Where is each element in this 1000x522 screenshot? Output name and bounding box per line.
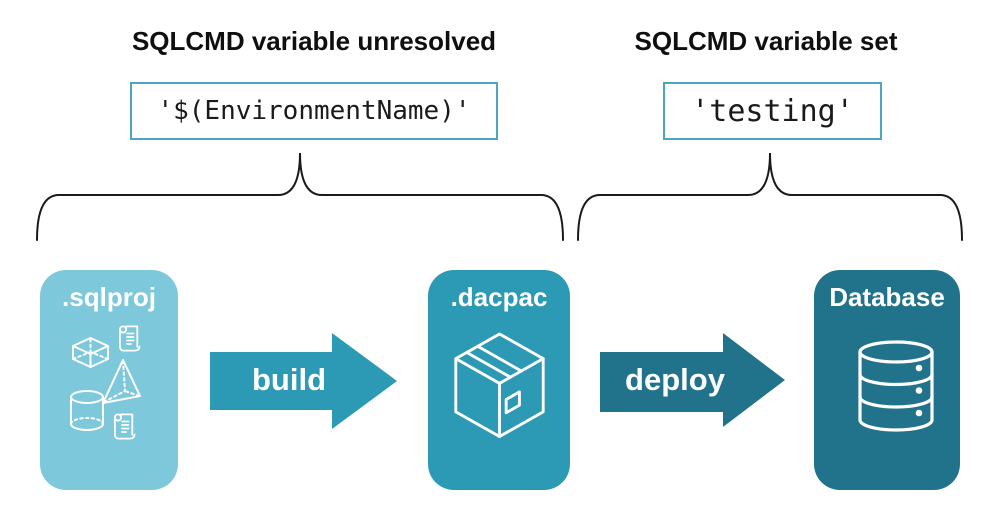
build-arrow-label: build (251, 362, 327, 397)
sqlcmd-variable-value-text: 'testing' (691, 93, 854, 129)
deploy-arrow (600, 333, 785, 427)
stage-card-sqlproj: .sqlproj (40, 270, 178, 490)
stage-card-dacpac: .dacpac (428, 270, 570, 490)
heading-variable-unresolved: SQLCMD variable unresolved (131, 26, 497, 56)
value-box-unresolved: '$(EnvironmentName)' (130, 82, 498, 140)
sql-project-objects-icon (70, 325, 141, 440)
stage-card-database: Database (814, 270, 960, 490)
stage-label-database: Database (829, 282, 945, 312)
sqlcmd-variable-placeholder-text: '$(EnvironmentName)' (157, 96, 471, 126)
build-arrow (210, 333, 397, 429)
stage-label-sqlproj: .sqlproj (62, 282, 156, 312)
database-icon (858, 340, 934, 432)
left-brace-path (36, 152, 564, 241)
sql-script-icon (119, 325, 141, 352)
stage-label-dacpac: .dacpac (450, 282, 548, 312)
value-box-set: 'testing' (663, 82, 882, 140)
deploy-arrow-label: deploy (625, 362, 725, 397)
sql-script-icon (114, 413, 136, 440)
curly-braces (36, 152, 963, 241)
heading-variable-set: SQLCMD variable set (634, 26, 898, 56)
package-box-icon (454, 332, 545, 438)
right-brace-path (577, 152, 963, 241)
